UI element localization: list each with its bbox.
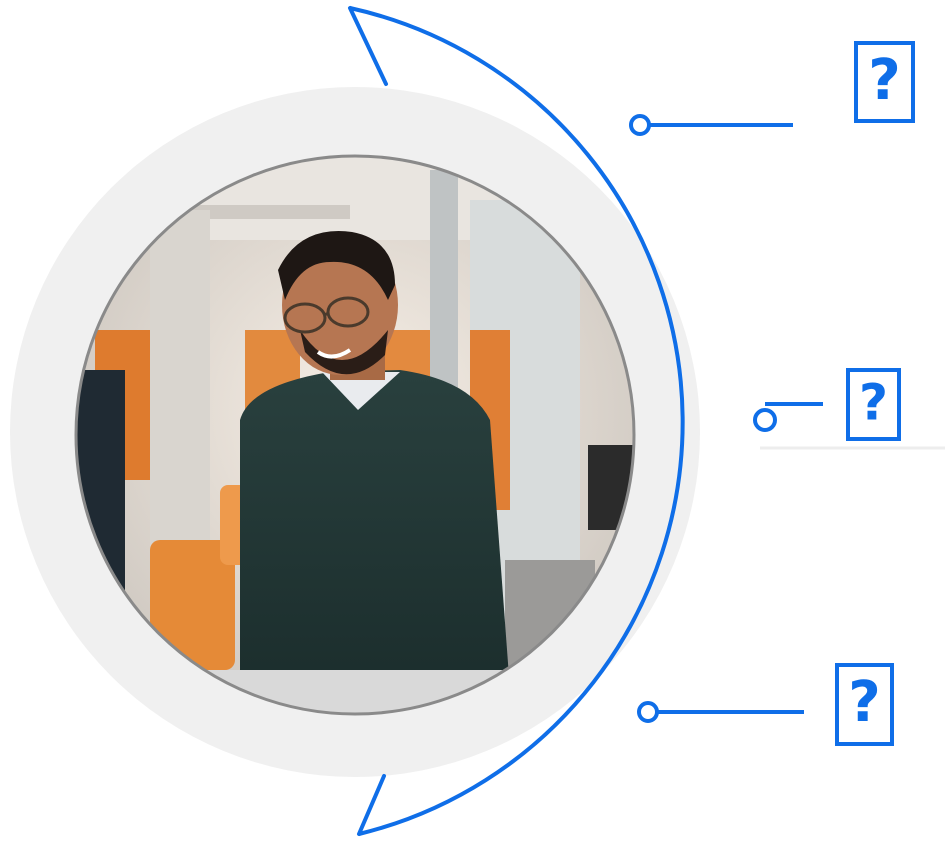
connector-item-3: ? — [637, 663, 894, 746]
question-mark-icon-glyph: ? — [848, 670, 880, 735]
question-mark-icon-glyph: ? — [868, 48, 900, 113]
photo-frame — [74, 154, 636, 716]
bottom-flap — [357, 774, 386, 836]
question-mark-icon-glyph: ? — [859, 374, 888, 432]
question-mark-icon — [846, 368, 901, 441]
connector-arc — [349, 6, 685, 836]
connector-item-2: ? — [753, 368, 901, 441]
question-mark-icon — [854, 41, 915, 123]
question-mark-icon — [835, 663, 894, 746]
connector-node — [629, 114, 651, 136]
top-flap — [348, 6, 388, 86]
connector-item-1: ? — [629, 41, 915, 136]
connector-node — [753, 408, 777, 432]
connector-node — [637, 701, 659, 723]
